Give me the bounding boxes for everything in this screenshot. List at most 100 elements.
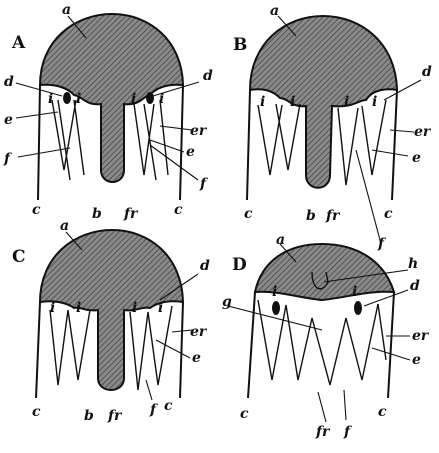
panel-d-umbrella — [253, 242, 396, 302]
panel-b-label-i4: i — [372, 94, 377, 110]
panel-a-leader-a — [67, 15, 87, 39]
panel-a-label-fr: fr — [123, 206, 139, 222]
panel-a-label-c2: c — [174, 202, 183, 218]
panel-a-outline-left — [37, 84, 41, 201]
panel-a-label-e2: e — [186, 144, 195, 160]
panel-d-manubrium — [311, 271, 329, 290]
panel-c-label-a: a — [60, 218, 69, 234]
panel-b-label-b: b — [306, 208, 316, 224]
panel-c-label-i4: i — [158, 300, 163, 316]
panel-c-fold-right — [129, 305, 173, 391]
panel-c-label-f: f — [149, 402, 159, 418]
panel-a-fold-left — [51, 99, 85, 181]
panel-d-letter: D — [232, 255, 247, 275]
panel-c-label-e: e — [192, 350, 201, 366]
panel-a-organ-left — [63, 92, 71, 104]
panel-d-label-er: er — [412, 328, 430, 344]
panel-d-label-fr: fr — [315, 424, 331, 440]
panel-c-leader-e — [155, 339, 191, 359]
panel-d-leader-fr — [317, 391, 327, 423]
panel-a-label-i3: i — [131, 91, 136, 107]
panel-c-label-i2: i — [76, 300, 81, 316]
panel-c-leader-f — [145, 379, 153, 401]
panel-a-label-er: er — [190, 123, 208, 139]
panel-c-label-c1: c — [32, 404, 41, 420]
panel-b-leader-d — [383, 79, 422, 101]
panel-b-label-e: e — [412, 150, 421, 166]
panel-d-label-g: g — [222, 294, 232, 310]
panel-d-label-i1: i — [272, 284, 277, 300]
panel-c-label-i1: i — [50, 300, 55, 316]
panel-d-outline-left — [247, 291, 256, 399]
panel-b-outline-left — [246, 89, 251, 201]
panel-d-outline-right — [387, 291, 395, 399]
panel-d-leader-h — [323, 269, 409, 283]
panel-a-label-i2: i — [76, 91, 81, 107]
panel-a-outline-right — [179, 84, 184, 201]
panel-b-label-c2: c — [384, 206, 393, 222]
panel-a-label-d2: d — [4, 74, 14, 90]
panel-a-label-f2: f — [199, 176, 209, 192]
panel-c-label-d: d — [200, 258, 210, 274]
panel-d-label-i2: i — [352, 284, 357, 300]
panel-b-label-i3: i — [344, 94, 349, 110]
panel-d-organ-left — [272, 301, 280, 315]
panel-a-label-e: e — [4, 112, 13, 128]
panel-c-umbrella — [38, 228, 185, 391]
panel-a-leader-er — [159, 125, 193, 131]
panel-c-label-er: er — [190, 324, 208, 340]
panel-d-organ-right — [354, 301, 362, 315]
panel-a-label-c1: c — [32, 202, 41, 218]
panel-b-leader-e — [371, 149, 409, 157]
panel-b-label-f: f — [377, 236, 387, 252]
panel-d-leader-e — [371, 347, 411, 361]
panel-d-label-h: h — [408, 256, 418, 272]
panel-a-label-i1: i — [48, 91, 53, 107]
panel-a-label-a: a — [62, 2, 71, 18]
panel-b-label-c1: c — [244, 206, 253, 222]
panel-d-leader-f — [343, 389, 347, 421]
panel-a-organ-right — [146, 92, 154, 104]
panel-a-leader-e2 — [149, 139, 185, 153]
panel-d: D a h g d i i er e c c fr f — [222, 232, 430, 440]
panel-c-outline-right — [179, 301, 184, 399]
panel-d-label-a: a — [276, 232, 285, 248]
panel-c-leader-a — [65, 231, 83, 251]
panel-b-label-i2: i — [290, 94, 295, 110]
panel-d-label-f: f — [343, 424, 353, 440]
panel-b: B a d i i i i er e f c c b fr — [233, 3, 432, 252]
panel-a-label-f: f — [3, 151, 13, 167]
panel-a-leader-f2 — [149, 144, 199, 181]
panel-b-label-d: d — [422, 64, 432, 80]
panel-b-fold-left — [257, 103, 301, 176]
panel-b-leader-a — [277, 15, 297, 37]
panel-c-label-i3: i — [132, 300, 137, 316]
panel-a-fold-right — [133, 99, 169, 181]
panel-b-label-a: a — [270, 3, 279, 19]
panel-b-outline-right — [391, 89, 398, 201]
panel-b-fold-right — [337, 99, 387, 186]
panel-a: A a d d i i i i e f er e f c c b fr — [3, 2, 213, 222]
panel-b-umbrella — [248, 14, 399, 189]
panel-b-leader-er — [389, 129, 415, 133]
panel-a-leader-e — [15, 111, 59, 119]
panel-c: C a d i i i i er e c c b fr f — [12, 218, 210, 424]
panel-a-leader-d2 — [15, 82, 63, 97]
panel-c-fold-left — [49, 309, 91, 386]
panel-c-letter: C — [12, 247, 26, 267]
panel-a-label-i4: i — [159, 91, 164, 107]
panel-d-zigzag — [257, 299, 387, 386]
panel-c-leader-er — [171, 329, 193, 333]
panel-a-label-b: b — [92, 206, 102, 222]
panel-c-label-b: b — [84, 408, 94, 424]
panel-d-leader-g — [227, 305, 323, 331]
panel-d-leader-a — [279, 243, 297, 263]
panel-b-label-er: er — [414, 124, 432, 140]
panel-b-label-fr: fr — [325, 208, 341, 224]
panel-d-label-c2: c — [378, 404, 387, 420]
panel-b-label-i1: i — [260, 94, 265, 110]
panel-d-label-d: d — [410, 278, 420, 294]
panel-a-letter: A — [11, 33, 26, 53]
panel-c-outline-left — [35, 301, 41, 399]
